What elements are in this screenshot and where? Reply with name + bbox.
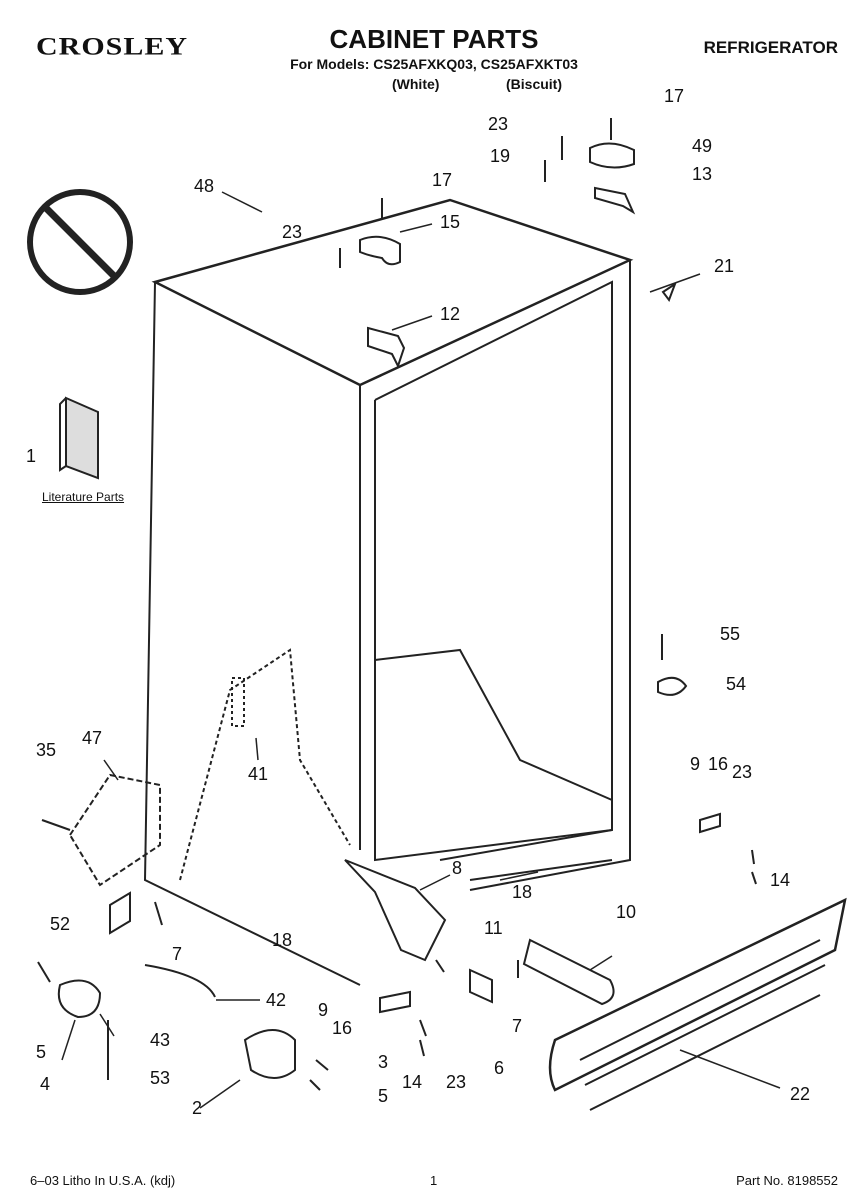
callout-5b: 5 (378, 1086, 388, 1106)
brand-logo: CROSLEY (36, 32, 189, 61)
callout-8: 8 (452, 858, 462, 878)
callout-7a: 7 (172, 944, 182, 964)
callout-19: 19 (490, 146, 510, 166)
callout-53: 53 (150, 1068, 170, 1088)
callout-17b: 17 (664, 86, 684, 106)
cabinet-shell (143, 198, 634, 986)
callout-15: 15 (440, 212, 460, 232)
callout-1: 1 (26, 446, 36, 466)
models-line: For Models: CS25AFXKQ03, CS25AFXKT03 (290, 56, 578, 72)
r12-prohibited-badge (27, 189, 133, 295)
callout-18b: 18 (512, 882, 532, 902)
callout-3: 3 (378, 1052, 388, 1072)
callout-16a: 16 (332, 1018, 352, 1038)
category-label: REFRIGERATOR (703, 38, 838, 57)
callout-23c: 23 (446, 1072, 466, 1092)
leader-lines (61, 191, 781, 1109)
callout-23a: 23 (282, 222, 302, 242)
callout-43: 43 (150, 1030, 170, 1050)
callout-labels: 1 2 3 4 5 5 6 7 7 8 9 9 10 11 12 13 14 1… (26, 86, 810, 1118)
callout-10: 10 (616, 902, 636, 922)
callout-23d: 23 (732, 762, 752, 782)
callout-35: 35 (36, 740, 56, 760)
callout-9b: 9 (690, 754, 700, 774)
callout-13: 13 (692, 164, 712, 184)
callout-11: 11 (484, 918, 503, 938)
callout-5a: 5 (36, 1042, 46, 1062)
page-title: CABINET PARTS (329, 24, 539, 54)
callout-14a: 14 (402, 1072, 422, 1092)
callout-17a: 17 (432, 170, 452, 190)
callout-18a: 18 (272, 930, 292, 950)
callout-21: 21 (714, 256, 734, 276)
footer-page-number: 1 (430, 1173, 438, 1188)
drain-tube-part (231, 677, 245, 727)
footer-left: 6–03 Litho In U.S.A. (kdj) (30, 1173, 176, 1188)
callout-55: 55 (720, 624, 740, 644)
callout-23b: 23 (488, 114, 508, 134)
callout-48: 48 (194, 176, 214, 196)
finish-white: (White) (392, 76, 440, 92)
callout-12: 12 (440, 304, 460, 324)
callout-2: 2 (192, 1098, 202, 1118)
lower-parts (37, 634, 847, 1111)
callout-22: 22 (790, 1084, 810, 1104)
callout-7b: 7 (512, 1016, 522, 1036)
callout-52: 52 (50, 914, 70, 934)
callout-41: 41 (248, 764, 268, 784)
literature-booklet-icon (59, 396, 99, 480)
literature-parts-label: Literature Parts (42, 490, 125, 504)
callout-9a: 9 (318, 1000, 328, 1020)
callout-4: 4 (40, 1074, 50, 1094)
callout-6: 6 (494, 1058, 504, 1078)
finish-biscuit: (Biscuit) (506, 76, 562, 92)
callout-49: 49 (692, 136, 712, 156)
top-hinge-parts (339, 118, 678, 369)
callout-14b: 14 (770, 870, 790, 890)
callout-42: 42 (266, 990, 286, 1010)
callout-54: 54 (726, 674, 746, 694)
callout-16b: 16 (708, 754, 728, 774)
callout-47: 47 (82, 728, 102, 748)
footer-part-number: Part No. 8198552 (736, 1173, 838, 1188)
